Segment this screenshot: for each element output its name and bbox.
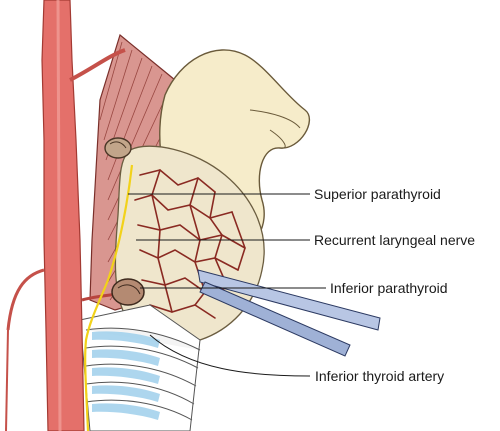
superior-parathyroid-gland: [104, 137, 132, 159]
trachea: [79, 304, 201, 431]
inferior-parathyroid-label: Inferior parathyroid: [330, 280, 448, 296]
superior-parathyroid-label: Superior parathyroid: [314, 186, 441, 202]
leader-lines: [128, 193, 326, 377]
carotid-artery: [5, 0, 141, 431]
recurrent-laryngeal-nerve: [84, 164, 134, 431]
inferior-parathyroid-gland: [111, 278, 145, 306]
inferior-thyroid-artery-label: Inferior thyroid artery: [315, 368, 445, 384]
recurrent-laryngeal-nerve-label: Recurrent laryngeal nerve: [314, 232, 476, 248]
forceps: [197, 269, 381, 357]
leader-line-inferior-thyroid-artery: [149, 334, 311, 377]
